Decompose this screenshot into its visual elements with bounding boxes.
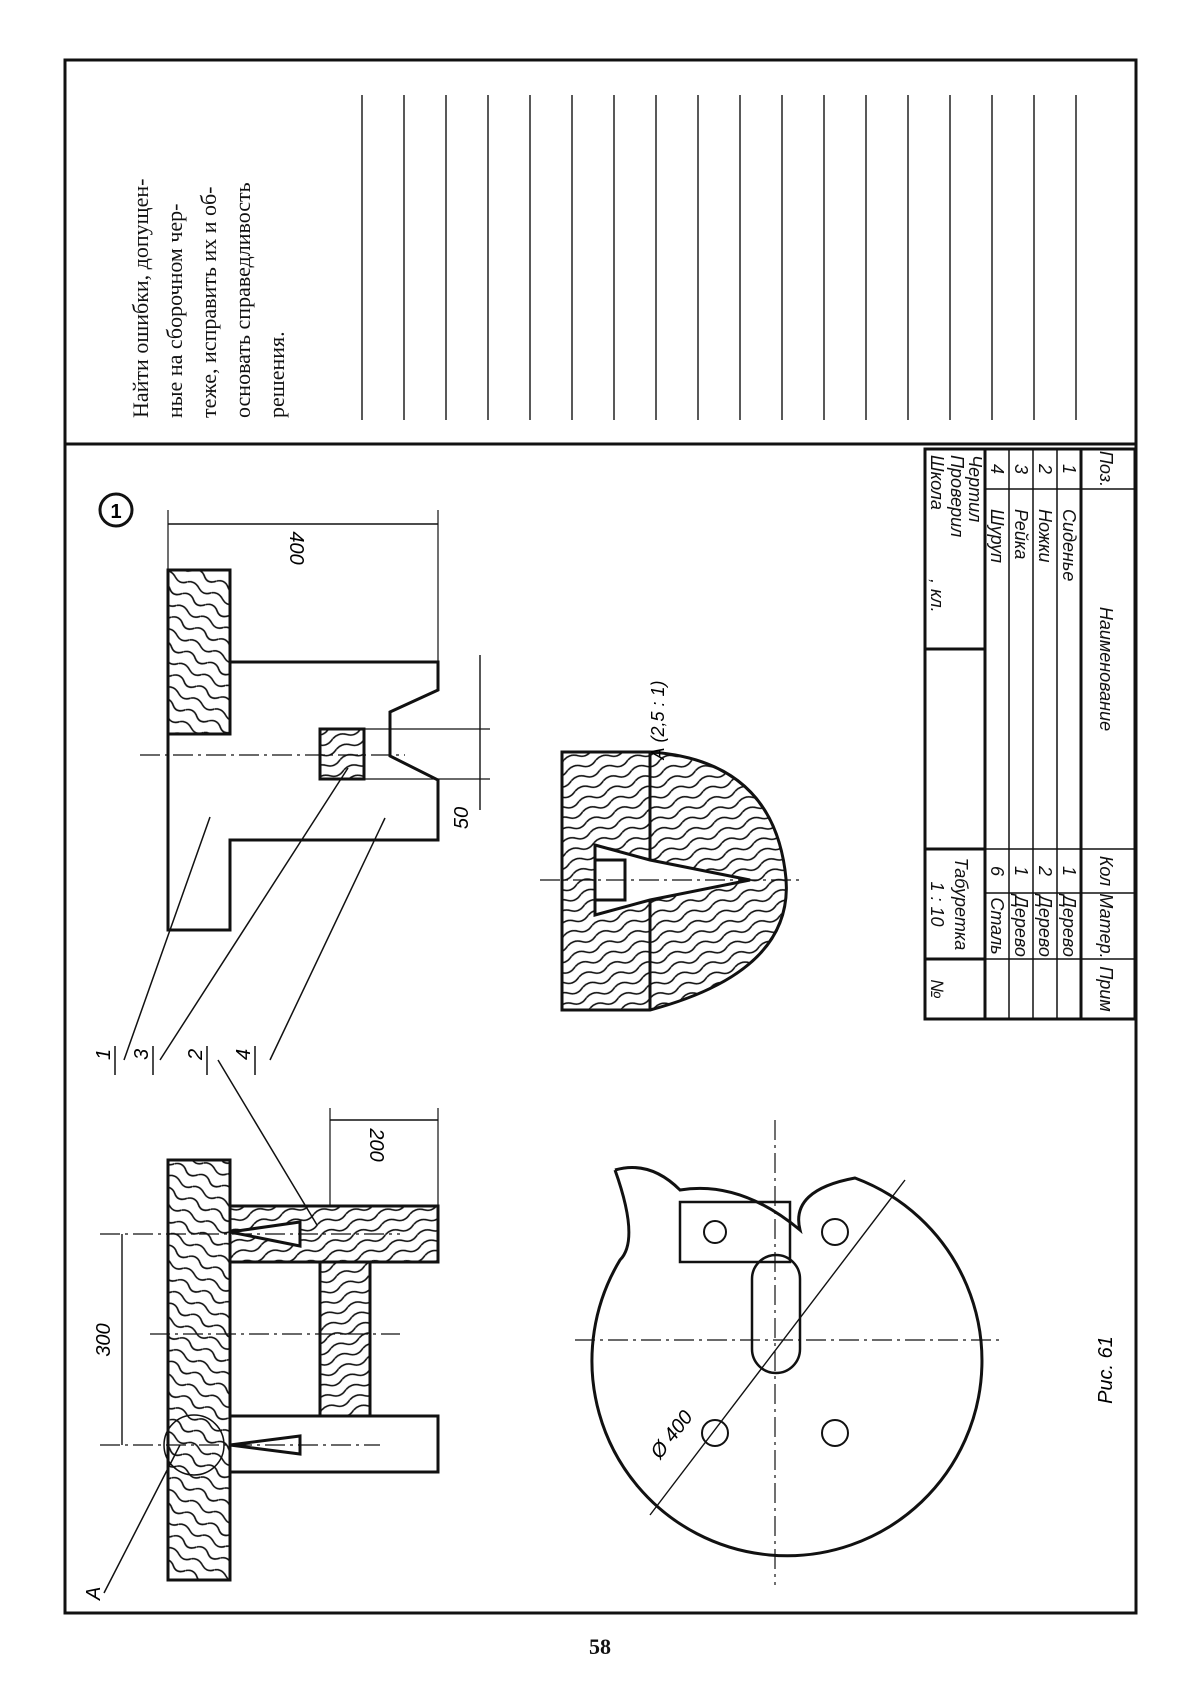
row3-pos: 3 [1011, 464, 1031, 474]
row2-qty: 2 [1035, 865, 1055, 876]
page-number: 58 [589, 1634, 611, 1659]
task-line-4: основать справедливость [230, 182, 255, 418]
row3-material: Дерево [1011, 893, 1031, 957]
row3-name: Рейка [1011, 509, 1031, 559]
front-section-view [140, 510, 490, 932]
row2-pos: 2 [1035, 463, 1055, 474]
task-number: 1 [110, 501, 121, 523]
header-name: Наименование [1096, 607, 1116, 731]
dimension-400: 400 [285, 531, 307, 564]
task-line-3: теже, исправить их и об- [196, 186, 221, 418]
row4-name: Шуруп [987, 509, 1007, 563]
callout-2: 2 [185, 1049, 207, 1061]
callout-1: 1 [93, 1049, 115, 1060]
header-material: Матер. [1096, 893, 1116, 958]
detail-a-view [540, 750, 800, 1012]
callout-4: 4 [233, 1049, 255, 1060]
row2-name: Ножки [1035, 509, 1055, 563]
dimension-diameter-400: Ø 400 [646, 1407, 697, 1464]
row4-pos: 4 [987, 464, 1007, 474]
part-leaders [103, 767, 386, 1594]
task-line-1: Найти ошибки, допущен- [128, 179, 153, 418]
row2-material: Дерево [1035, 893, 1055, 957]
title-block-title: Табуретка [951, 858, 971, 951]
callout-a: А [83, 1587, 105, 1601]
row4-qty: 6 [987, 866, 1007, 877]
callout-3: 3 [131, 1049, 153, 1060]
row1-name: Сиденье [1059, 509, 1079, 581]
title-block-drew: Чертил [965, 455, 985, 522]
row4-material: Сталь [987, 897, 1007, 954]
header-qty: Кол [1096, 856, 1116, 886]
row1-qty: 1 [1059, 866, 1079, 876]
seat-plan-view [575, 1120, 1000, 1585]
title-block-number: № [927, 979, 947, 999]
header-note: Прим [1096, 966, 1116, 1011]
title-block-scale: 1 : 10 [927, 881, 947, 926]
dimension-50: 50 [451, 807, 473, 829]
task-line-2: ные на сборочном чер- [162, 203, 187, 418]
task-number-circle [98, 492, 134, 528]
detail-a-label: А (2,5 : 1) [648, 680, 668, 760]
side-section-view [100, 1108, 440, 1582]
task-line-5: решения. [264, 331, 289, 418]
dimension-200: 200 [365, 1127, 387, 1161]
title-block-school: Школа [927, 455, 947, 510]
figure-caption: Рис. 61 [1095, 1336, 1117, 1404]
row1-pos: 1 [1059, 464, 1079, 474]
header-pos: Поз. [1096, 451, 1116, 487]
specification-table: Поз. Наименование Кол Матер. Прим 1 Сиде… [923, 447, 1137, 1021]
answer-lines [361, 95, 1077, 420]
row3-qty: 1 [1011, 866, 1031, 876]
title-block-class: , кл. [927, 579, 947, 613]
dimension-300: 300 [93, 1323, 115, 1356]
row1-material: Дерево [1059, 893, 1079, 957]
task-text: Найти ошибки, допущен- ные на сборочном … [128, 179, 289, 418]
title-block-checked: Проверил [947, 455, 967, 537]
